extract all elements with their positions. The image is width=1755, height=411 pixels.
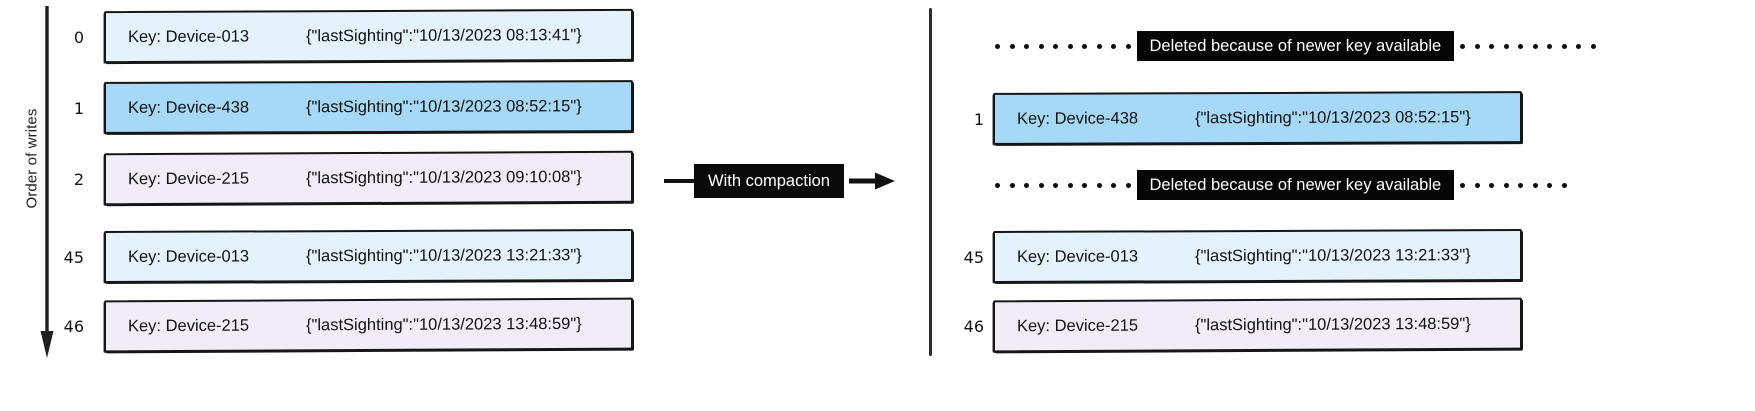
dotted-line-left (995, 31, 1131, 61)
record-index: 46 (963, 317, 984, 336)
dotted-line-right (1460, 31, 1596, 61)
record-index: 1 (973, 110, 984, 129)
record-key: Key: Device-013 (128, 247, 250, 266)
record-value: {"lastSighting":"10/13/2023 08:52:15"} (306, 97, 582, 117)
record-box[interactable]: Key: Device-215 {"lastSighting":"10/13/2… (993, 297, 1522, 353)
record-box[interactable]: Key: Device-215 {"lastSighting":"10/13/2… (104, 297, 633, 353)
record-index: 45 (63, 248, 84, 267)
record-index: 45 (963, 248, 984, 267)
deleted-note-label: Deleted because of newer key available (1136, 31, 1455, 61)
record-box[interactable]: Key: Device-013 {"lastSighting":"10/13/2… (993, 228, 1522, 284)
record-key: Key: Device-215 (1017, 316, 1139, 336)
record-index: 1 (73, 99, 84, 118)
record-index: 2 (73, 170, 84, 189)
record-value: {"lastSighting":"10/13/2023 13:21:33"} (1195, 246, 1471, 266)
deleted-annotation: Deleted because of newer key available (995, 31, 1596, 61)
record-key: Key: Device-013 (128, 27, 250, 47)
record-key: Key: Device-013 (1017, 247, 1139, 266)
record-box[interactable]: Key: Device-215 {"lastSighting":"10/13/2… (104, 150, 633, 206)
order-of-writes-label: Order of writes (23, 108, 41, 209)
record-key: Key: Device-215 (128, 316, 250, 336)
compaction-connector-line (664, 179, 696, 183)
record-key: Key: Device-215 (128, 169, 250, 189)
record-value: {"lastSighting":"10/13/2023 13:21:33"} (306, 246, 582, 266)
down-arrow-icon (40, 6, 54, 358)
deleted-annotation: Deleted because of newer key available (995, 170, 1567, 200)
record-value: {"lastSighting":"10/13/2023 08:13:41"} (306, 26, 582, 46)
record-box[interactable]: Key: Device-438 {"lastSighting":"10/13/2… (993, 91, 1522, 145)
record-box[interactable]: Key: Device-438 {"lastSighting":"10/13/2… (104, 80, 633, 134)
record-box[interactable]: Key: Device-013 {"lastSighting":"10/13/2… (104, 8, 633, 64)
record-value: {"lastSighting":"10/13/2023 13:48:59"} (306, 314, 582, 335)
record-index: 46 (63, 317, 84, 336)
record-box[interactable]: Key: Device-013 {"lastSighting":"10/13/2… (104, 228, 633, 284)
record-value: {"lastSighting":"10/13/2023 13:48:59"} (1195, 314, 1471, 335)
record-value: {"lastSighting":"10/13/2023 09:10:08"} (306, 167, 582, 188)
with-compaction-label: With compaction (694, 164, 844, 198)
dotted-line-left (995, 170, 1131, 200)
record-value: {"lastSighting":"10/13/2023 08:52:15"} (1195, 108, 1471, 128)
dotted-line-right (1460, 170, 1567, 200)
panel-divider (929, 8, 932, 356)
record-key: Key: Device-438 (128, 98, 250, 117)
record-index: 0 (73, 28, 84, 47)
deleted-note-label: Deleted because of newer key available (1136, 170, 1455, 200)
record-key: Key: Device-438 (1017, 109, 1139, 128)
right-arrow-icon (849, 172, 895, 190)
